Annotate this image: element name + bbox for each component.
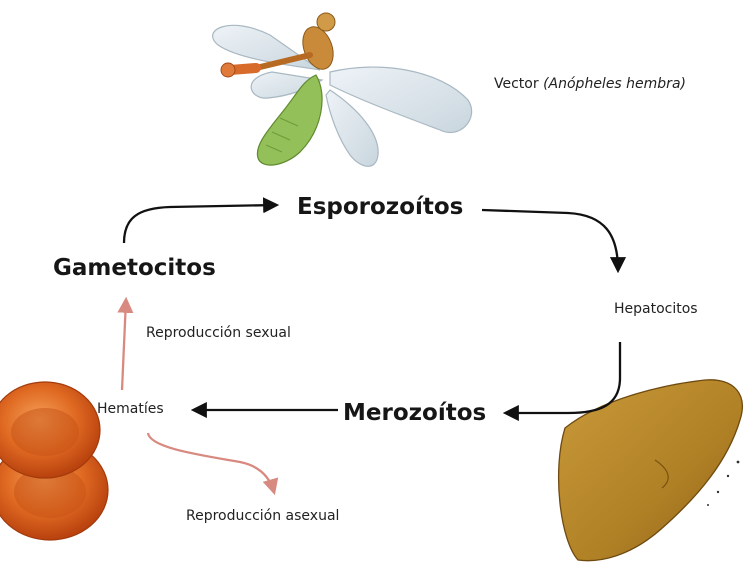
arrow-gametocitos-to-esporozoitos — [122, 197, 280, 244]
node-esporozoitos: Esporozoítos — [297, 194, 464, 220]
arrow-hepatocitos-to-merozoitos — [502, 342, 622, 422]
node-merozoitos: Merozoítos — [343, 400, 487, 426]
label-reproduccion-sexual: Reproducción sexual — [146, 325, 291, 341]
liver-icon — [557, 379, 743, 562]
arrow-asexual-reproduction — [146, 432, 279, 496]
arrow-esporozoitos-to-hepatocitos — [481, 208, 627, 274]
vector-label: Vector (Anópheles hembra) — [494, 77, 686, 91]
vector-species: (Anópheles hembra) — [543, 76, 686, 92]
node-hematies: Hematíes — [97, 401, 164, 417]
node-gametocitos: Gametocitos — [53, 255, 216, 281]
node-hepatocitos: Hepatocitos — [614, 301, 698, 317]
label-reproduccion-asexual: Reproducción asexual — [186, 508, 340, 524]
arrow-sexual-reproduction — [117, 296, 134, 391]
mosquito-icon — [212, 12, 473, 167]
vector-label-text: Vector — [494, 76, 539, 92]
red-blood-cells-icon — [0, 381, 109, 541]
